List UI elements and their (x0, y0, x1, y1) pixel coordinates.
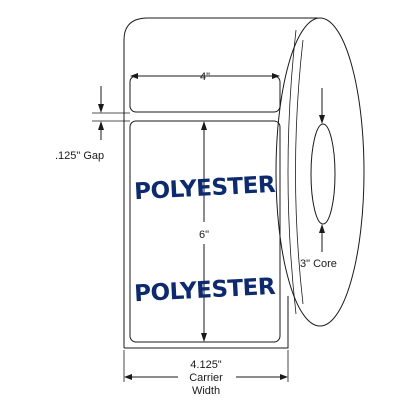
arrowhead (201, 121, 207, 130)
label-top (129, 75, 281, 113)
roll-wound-layer (295, 39, 304, 305)
arrowhead (98, 121, 104, 130)
material-text-lower: POLYESTER (134, 274, 277, 307)
core-hole (310, 123, 336, 225)
arrowhead (319, 115, 325, 124)
label-main (129, 120, 281, 343)
arrowhead (272, 73, 280, 79)
arrowhead (130, 73, 138, 79)
arrowhead (124, 374, 132, 380)
label-length-text: 6" (199, 229, 209, 241)
arrowhead (319, 224, 325, 233)
label-width-text: 4" (200, 71, 210, 83)
gap-text: .125" Gap (55, 150, 104, 162)
carrier-value-text: 4.125" (190, 359, 222, 371)
arrowhead (280, 374, 288, 380)
arrowhead (98, 104, 104, 113)
material-text-upper: POLYESTER (134, 172, 277, 205)
roll-end-face (275, 17, 365, 327)
width-word-text: Width (192, 385, 220, 397)
roll-wound-layer (287, 29, 297, 315)
core-text: 3" Core (300, 258, 337, 270)
roll-outer-body (123, 17, 318, 348)
carrier-word-text: Carrier (189, 372, 223, 384)
arrowhead (201, 333, 207, 342)
carrier-liner (124, 296, 289, 349)
